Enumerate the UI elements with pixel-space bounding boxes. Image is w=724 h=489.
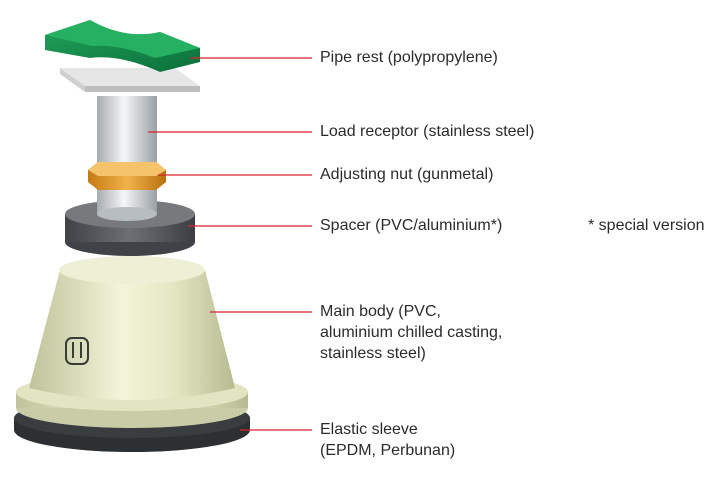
label-main-body-line1: Main body (PVC, <box>320 303 441 320</box>
label-adjusting-nut: Adjusting nut (gunmetal) <box>320 166 494 183</box>
label-pipe-rest: Pipe rest (polypropylene) <box>320 49 498 66</box>
label-spacer: Spacer (PVC/aluminium*) <box>320 217 503 234</box>
label-main-body-line2: aluminium chilled casting, <box>320 324 503 341</box>
special-version-note: * special version <box>588 217 705 234</box>
adjusting-nut <box>88 162 166 190</box>
load-receptor <box>97 96 157 221</box>
bd-logo-icon <box>65 337 89 365</box>
label-main-body-line3: stainless steel) <box>320 345 426 362</box>
support-plate <box>60 68 200 92</box>
label-elastic-sleeve-line2: (EPDM, Perbunan) <box>320 442 456 459</box>
pipe-rest <box>45 20 200 72</box>
label-load-receptor: Load receptor (stainless steel) <box>320 123 535 140</box>
main-body <box>16 256 248 428</box>
leader-lines <box>148 57 312 431</box>
label-elastic-sleeve-line1: Elastic sleeve <box>320 421 418 438</box>
